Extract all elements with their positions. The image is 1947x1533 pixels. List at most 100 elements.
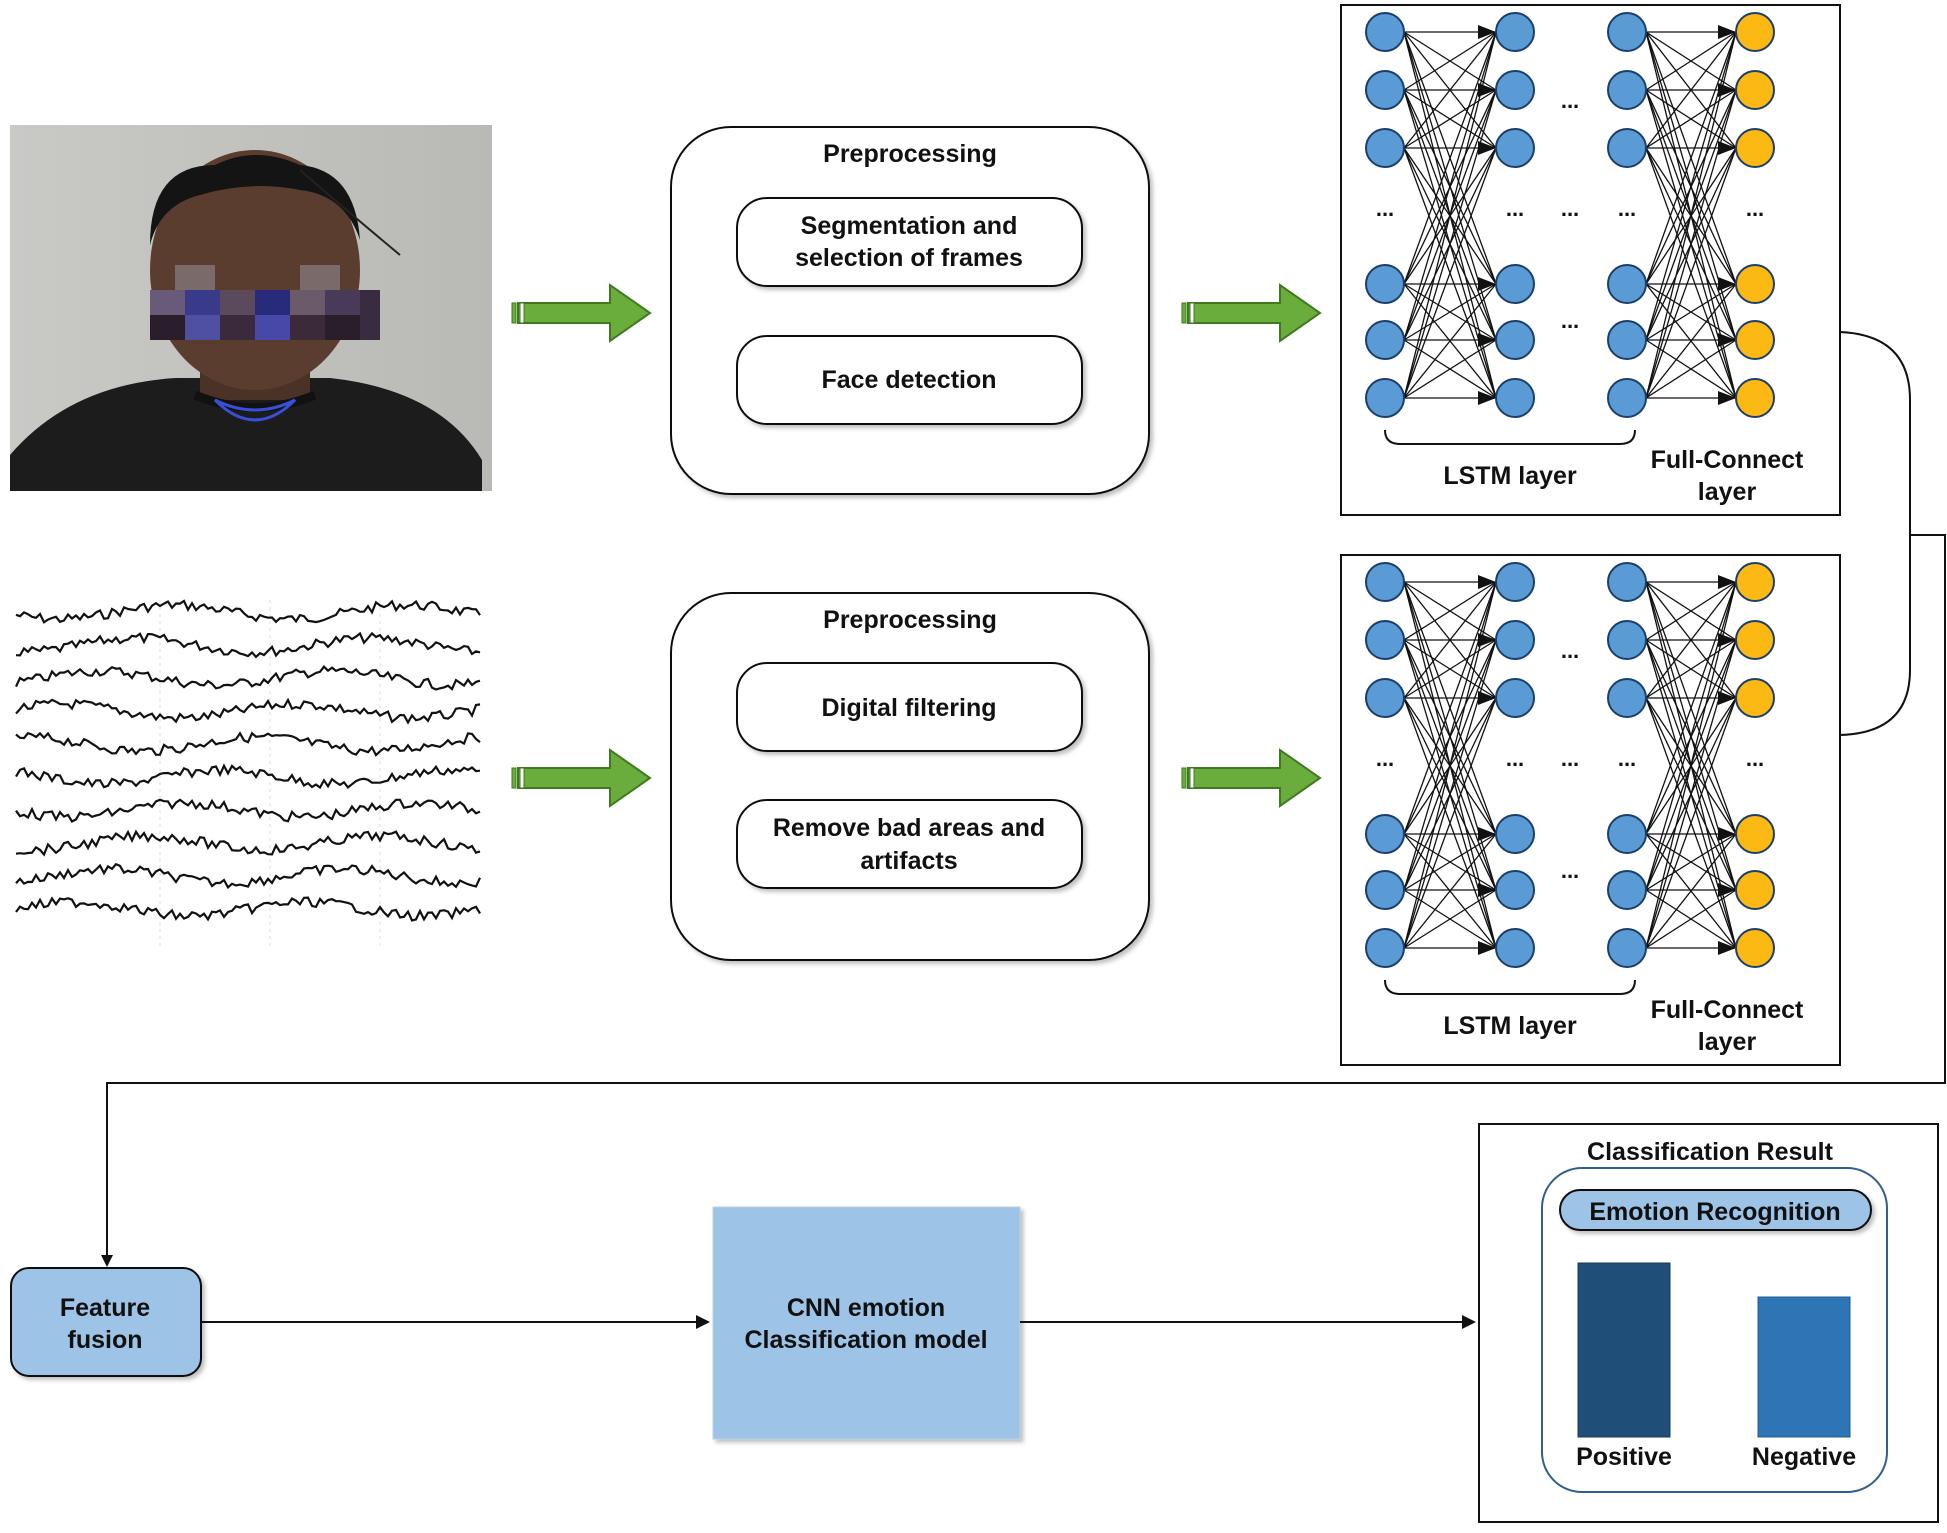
network-edge xyxy=(1403,833,1497,891)
network-edge xyxy=(1645,833,1737,949)
ellipsis-label: ... xyxy=(1376,196,1394,221)
lstm-node xyxy=(1365,264,1405,304)
feature-fusion-box: Feature fusion xyxy=(10,1267,202,1377)
lstm-node xyxy=(1607,12,1647,52)
network-edge xyxy=(1403,581,1497,641)
emotion-recognition-banner xyxy=(1559,1189,1872,1231)
lstm-node xyxy=(1365,870,1405,910)
ellipsis-label: ... xyxy=(1618,746,1636,771)
edge-arrowhead xyxy=(1478,883,1496,897)
network-edge xyxy=(1403,89,1497,399)
network-edge xyxy=(1645,31,1737,149)
lstm-layer-label: LSTM layer xyxy=(1443,462,1577,490)
face-detection-step xyxy=(736,335,1083,425)
lstm-node xyxy=(1495,128,1535,168)
fc-node xyxy=(1735,928,1775,968)
network-edge xyxy=(1403,89,1497,149)
ellipsis-label: ... xyxy=(1561,308,1579,333)
network-edge xyxy=(1645,581,1737,835)
green-arrow-face-to-preproc xyxy=(511,283,652,343)
edge-arrowhead xyxy=(1718,575,1736,589)
edge-arrowhead xyxy=(1718,141,1736,155)
lstm-node xyxy=(1495,264,1535,304)
lstm-node xyxy=(1607,870,1647,910)
pixelated-eyes xyxy=(150,265,380,340)
fc-node xyxy=(1735,378,1775,418)
network-edge xyxy=(1645,697,1737,949)
ellipsis-label: ... xyxy=(1746,746,1764,771)
fc-node xyxy=(1735,678,1775,718)
edge-arrowhead xyxy=(1718,83,1736,97)
edge-arrowhead xyxy=(1718,25,1736,39)
face-preprocessing-title: Preprocessing xyxy=(823,140,997,168)
fc-layer-label-line2: layer xyxy=(1698,478,1757,506)
fc-node xyxy=(1735,562,1775,602)
network-edge xyxy=(1645,889,1737,949)
network-edges xyxy=(1403,25,1737,405)
lstm-node xyxy=(1607,320,1647,360)
lstm-node xyxy=(1365,814,1405,854)
segmentation-step-line2: selection of frames xyxy=(795,244,1023,272)
fc-node xyxy=(1735,12,1775,52)
lstm-node xyxy=(1365,70,1405,110)
network-edge xyxy=(1645,581,1737,891)
network-edge xyxy=(1645,581,1737,699)
green-arrow-eeg-to-preproc xyxy=(511,748,652,808)
network-edge xyxy=(1645,339,1737,399)
lstm-node xyxy=(1607,928,1647,968)
network-edge xyxy=(1403,283,1497,399)
network-merge-connector xyxy=(101,331,1946,1267)
eeg-trace xyxy=(15,896,481,922)
network-edge xyxy=(1645,31,1737,341)
negative-bar xyxy=(1757,1296,1851,1438)
eeg-trace xyxy=(15,798,481,823)
lstm-node xyxy=(1495,12,1535,52)
remove-artifacts-step xyxy=(736,799,1083,889)
lstm-node xyxy=(1607,378,1647,418)
edge-arrowhead xyxy=(1478,333,1496,347)
feature-fusion-line1: Feature xyxy=(60,1294,150,1322)
lstm-node xyxy=(1607,678,1647,718)
classification-result-title: Classification Result xyxy=(1587,1138,1834,1166)
green-arrow-face-to-network xyxy=(1181,283,1322,343)
fc-layer-label-line2: layer xyxy=(1698,1028,1757,1056)
lstm-node xyxy=(1495,620,1535,660)
lstm-node xyxy=(1365,12,1405,52)
lstm-node xyxy=(1607,620,1647,660)
edge-arrowhead xyxy=(1478,941,1496,955)
remove-artifacts-line1: Remove bad areas and xyxy=(773,814,1045,842)
lstm-brace xyxy=(1384,979,1636,995)
lstm-node xyxy=(1365,620,1405,660)
fc-layer-label-line1: Full-Connect xyxy=(1651,446,1804,474)
lstm-node xyxy=(1607,70,1647,110)
edge-arrowhead xyxy=(1718,333,1736,347)
fc-node xyxy=(1735,620,1775,660)
ellipsis-label: ... xyxy=(1618,196,1636,221)
eeg-preprocessing-box: Preprocessing Digital filtering Remove b… xyxy=(670,592,1150,961)
lstm-node xyxy=(1495,678,1535,718)
edge-arrowhead xyxy=(1718,391,1736,405)
ellipsis-label: ... xyxy=(1561,746,1579,771)
positive-bar xyxy=(1577,1262,1671,1438)
network-edge xyxy=(1403,31,1497,341)
lstm-node xyxy=(1495,70,1535,110)
positive-label: Positive xyxy=(1576,1443,1672,1471)
ellipsis-label: ... xyxy=(1506,746,1524,771)
remove-artifacts-line2: artifacts xyxy=(860,847,957,875)
network-edge xyxy=(1403,339,1497,399)
edge-arrowhead xyxy=(1718,883,1736,897)
network-edge xyxy=(1403,147,1497,399)
fc-layer-label-line1: Full-Connect xyxy=(1651,996,1804,1024)
ellipsis-label: ... xyxy=(1746,196,1764,221)
edge-arrowhead xyxy=(1478,277,1496,291)
lstm-node xyxy=(1495,320,1535,360)
edge-arrowhead xyxy=(1478,575,1496,589)
network-edge xyxy=(1403,31,1497,91)
edge-arrowhead xyxy=(1718,941,1736,955)
fc-node xyxy=(1735,320,1775,360)
edge-arrowhead xyxy=(1478,25,1496,39)
lstm-node xyxy=(1365,678,1405,718)
lstm-layer-label: LSTM layer xyxy=(1443,1012,1577,1040)
lstm-node xyxy=(1495,870,1535,910)
network-edge xyxy=(1403,31,1497,285)
